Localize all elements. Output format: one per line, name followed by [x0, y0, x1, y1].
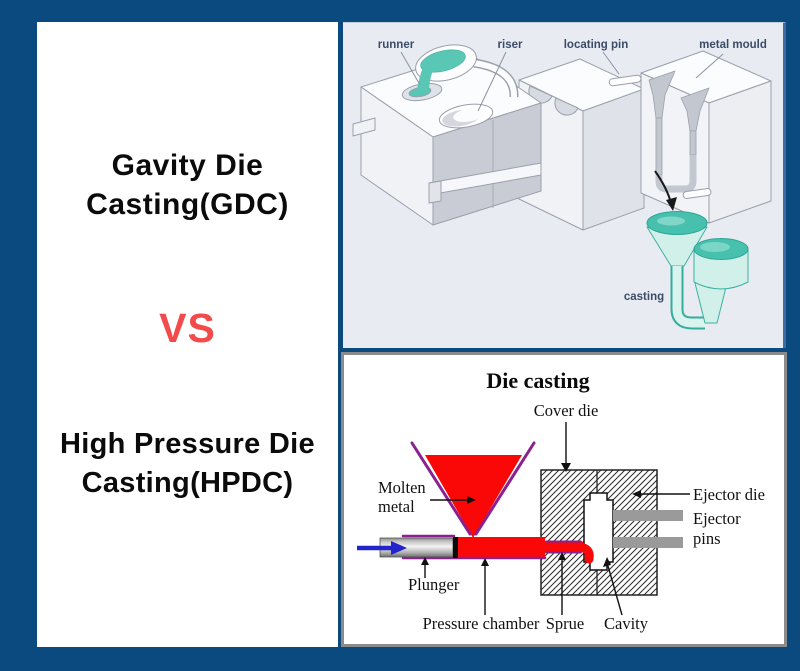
cover-die-label: Cover die	[534, 401, 599, 420]
hpdc-diagram-illustration: Die casting Cover die Molten metal Eject…	[341, 352, 787, 647]
ejector-pins-label-line1: Ejector	[693, 509, 741, 528]
ejection-arrow	[654, 170, 677, 211]
finished-casting	[646, 211, 749, 330]
molten-metal-label-line2: metal	[378, 497, 415, 516]
plunger-label: Plunger	[408, 575, 460, 594]
gdc-title-line1: Gavity Die	[111, 149, 264, 182]
die-block	[540, 469, 658, 596]
gdc-title-line2: Casting(GDC)	[86, 188, 289, 221]
left-text-panel: Gavity Die Casting(GDC) VS High Pressure…	[37, 22, 338, 647]
hpdc-diagram-panel: Die casting Cover die Molten metal Eject…	[341, 352, 787, 647]
gdc-diagram-panel: runner riser locating pin metal mould ca…	[343, 22, 786, 348]
ejector-die-label: Ejector die	[693, 485, 765, 504]
funnel-outline	[401, 441, 582, 560]
locating-pin-label: locating pin	[564, 39, 629, 51]
hpdc-title: High Pressure Die Casting(HPDC)	[37, 425, 338, 503]
mould-runner-channel	[655, 155, 697, 193]
casting-label: casting	[624, 291, 664, 303]
mould-cavity-section	[648, 70, 710, 176]
cavity-label: Cavity	[604, 614, 649, 633]
sprue-hook	[574, 542, 594, 564]
pouring-ladle	[415, 44, 519, 98]
hpdc-title-line2: Casting(HPDC)	[81, 467, 294, 499]
gdc-title: Gavity Die Casting(GDC)	[37, 146, 338, 224]
side-tab	[352, 117, 376, 137]
hpdc-arrowheads	[421, 463, 641, 567]
pour-stream	[417, 63, 435, 93]
molten-metal-label-line1: Molten	[378, 478, 426, 497]
ejector-pins-label-line2: pins	[693, 529, 721, 548]
runner-label: runner	[378, 39, 415, 51]
pressure-chamber-label: Pressure chamber	[423, 614, 540, 633]
vs-label: VS	[159, 305, 216, 351]
riser-label: riser	[498, 39, 523, 51]
gdc-diagram-illustration: runner riser locating pin metal mould ca…	[352, 39, 772, 330]
hpdc-leader-lines	[424, 422, 690, 616]
locating-pin-bottom	[682, 188, 712, 199]
left-mould-block	[352, 52, 542, 226]
hpdc-title-line1: High Pressure Die	[60, 428, 315, 460]
metal-mould-label: metal mould	[699, 39, 767, 51]
right-mould-block	[608, 50, 772, 224]
locating-pin-top	[608, 74, 642, 87]
ejector-pins-bars	[613, 510, 683, 548]
plunger-assembly	[357, 537, 458, 558]
sprue-label: Sprue	[546, 614, 585, 633]
molten-metal-system	[401, 441, 594, 564]
hpdc-diagram-title: Die casting	[486, 368, 589, 393]
leader-lines	[400, 51, 724, 112]
plunger-tip	[453, 537, 458, 558]
